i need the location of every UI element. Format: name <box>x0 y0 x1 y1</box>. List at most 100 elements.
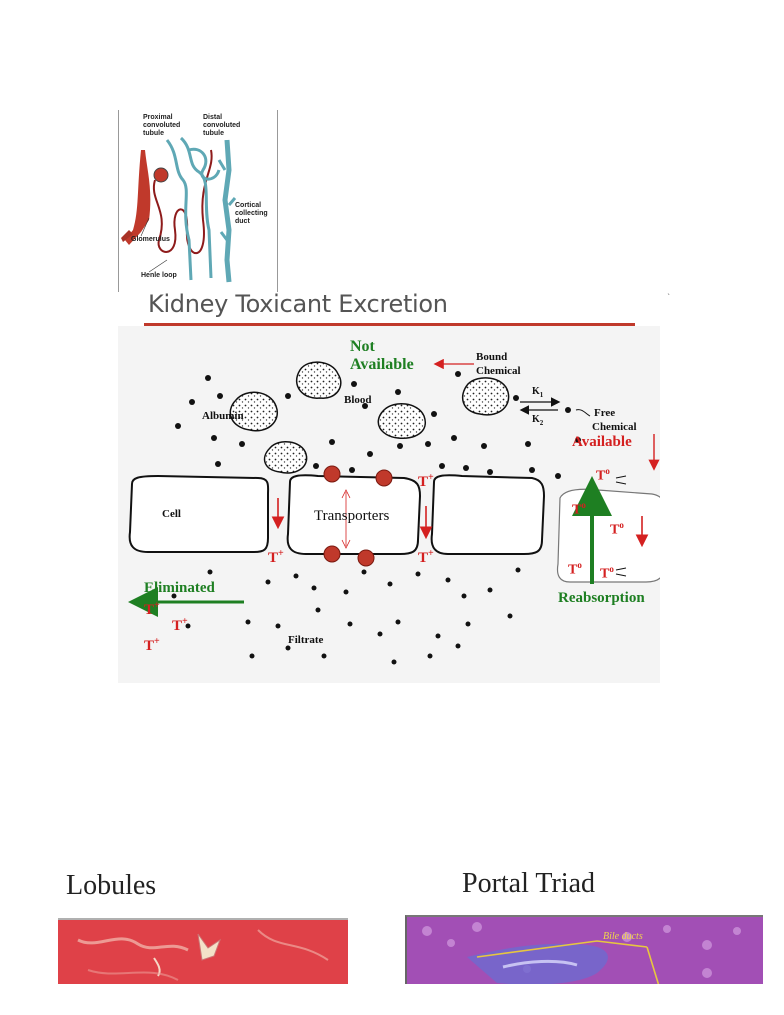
albumin-molecule <box>377 403 427 440</box>
not-available-label: Not Available <box>350 338 414 374</box>
t-zero-label: To <box>600 564 614 583</box>
t-superscript: + <box>278 548 284 559</box>
filtrate-label: Filtrate <box>288 634 324 646</box>
t-zero-label: To <box>568 560 582 579</box>
reabsorption-label: Reabsorption <box>558 590 645 606</box>
albumin-molecule <box>263 441 308 474</box>
portal-triad-histology-image: Bile ducts <box>405 915 763 986</box>
bile-ducts-label: Bile ducts <box>603 931 643 942</box>
t-superscript: + <box>428 472 434 483</box>
filtrate-dots <box>171 567 521 665</box>
t-superscript: o <box>605 466 610 476</box>
transporters-label: Transporters <box>314 508 390 524</box>
duct-branches <box>217 159 237 241</box>
cortical-line: duct <box>235 218 250 225</box>
t-superscript: + <box>154 636 160 647</box>
t-superscript: o <box>609 564 614 574</box>
k1-label: K1 <box>532 386 543 399</box>
bound-chemical-label: Bound Chemical <box>476 350 521 378</box>
not-available-line: Available <box>350 356 414 373</box>
tubule-teal-3 <box>188 147 221 181</box>
lobules-title: Lobules <box>66 870 157 901</box>
transporter-dots <box>323 465 393 567</box>
cortical-line: collecting <box>235 210 268 217</box>
equilibrium-arrow <box>615 567 627 577</box>
nephron-illustration: Proximal convoluted tubule Distal convol… <box>118 110 278 292</box>
proximal-label: Proximal convoluted tubule <box>143 114 180 138</box>
leader-line <box>148 259 168 273</box>
proximal-line: Proximal <box>143 114 173 121</box>
cell-middle <box>286 474 422 555</box>
t-superscript: o <box>619 520 624 530</box>
free-line: Free <box>594 407 616 419</box>
t-plus-label: T+ <box>268 548 284 567</box>
tubule-teal-2 <box>179 136 213 279</box>
artery-shape <box>125 150 151 245</box>
t-plus-label: T+ <box>144 600 160 619</box>
cortical-label: Cortical collecting duct <box>235 202 268 226</box>
tubule-red <box>152 149 213 255</box>
cell-right <box>430 474 546 555</box>
distal-line: Distal <box>203 114 223 121</box>
collecting-duct <box>222 139 232 283</box>
glomerulus-label: Glomerulus <box>131 236 170 243</box>
tubule-teal-1 <box>165 139 193 281</box>
t-zero-label: To <box>610 520 624 539</box>
t-letter: T <box>600 566 610 582</box>
free-chemical-label: Free Chemical <box>592 406 637 434</box>
t-superscript: + <box>154 600 160 611</box>
blood-chemical-dots <box>175 371 581 479</box>
distal-line: convoluted <box>203 122 241 129</box>
kidney-diagram-drawing <box>118 326 660 683</box>
portal-triad-drawing <box>407 917 763 986</box>
k2-label: K2 <box>532 414 543 427</box>
proximal-line: convoluted <box>143 122 181 129</box>
t-letter: T <box>568 562 578 578</box>
bound-line: Bound <box>476 351 508 363</box>
t-letter: T <box>572 502 582 518</box>
distal-line: tubule <box>203 130 224 137</box>
henle-label: Henle loop <box>141 272 177 279</box>
corner-mark: ` <box>667 293 671 302</box>
k1-letter: K <box>532 386 540 397</box>
t-zero-label: To <box>596 466 610 485</box>
t-superscript: o <box>581 500 586 510</box>
transporter-arrowheads <box>341 489 351 549</box>
leader-line <box>140 217 150 237</box>
t-letter: T <box>610 522 620 538</box>
t-letter: T <box>268 550 279 566</box>
nephron-drawing <box>121 136 237 283</box>
t-letter: T <box>144 602 155 618</box>
not-available-line: Not <box>350 338 375 355</box>
kidney-diagram: Not Available Bound Chemical Blood Album… <box>118 326 660 683</box>
blood-label: Blood <box>344 394 372 406</box>
title-rule <box>144 323 635 327</box>
t-superscript: + <box>428 548 434 559</box>
eliminated-label: Eliminated <box>144 580 215 596</box>
proximal-line: tubule <box>143 130 164 137</box>
bound-line: Chemical <box>476 365 521 377</box>
cell-label: Cell <box>162 508 181 520</box>
t-letter: T <box>172 618 183 634</box>
t-letter: T <box>144 638 155 654</box>
k1-subscript: 1 <box>539 391 544 399</box>
cell-left <box>128 474 270 553</box>
distal-label: Distal convoluted tubule <box>203 114 240 138</box>
albumin-molecule <box>461 377 510 416</box>
t-letter: T <box>596 468 606 484</box>
albumin-label: Albumin <box>202 410 244 422</box>
available-label: Available <box>572 434 632 450</box>
lobules-histology-image <box>58 918 348 986</box>
equilibrium-arrow <box>615 475 627 485</box>
albumin-molecule <box>295 361 342 399</box>
cortical-line: Cortical <box>235 202 262 209</box>
slide-title: Kidney Toxicant Excretion <box>148 290 448 318</box>
t-plus-label: T+ <box>418 472 434 491</box>
free-chemical-leader <box>575 409 591 417</box>
t-plus-label: T+ <box>172 616 188 635</box>
t-superscript: + <box>182 616 188 627</box>
t-zero-label: To <box>572 500 586 519</box>
t-superscript: o <box>577 560 582 570</box>
lobules-histology-drawing <box>58 920 348 986</box>
portal-triad-title: Portal Triad <box>462 868 596 899</box>
